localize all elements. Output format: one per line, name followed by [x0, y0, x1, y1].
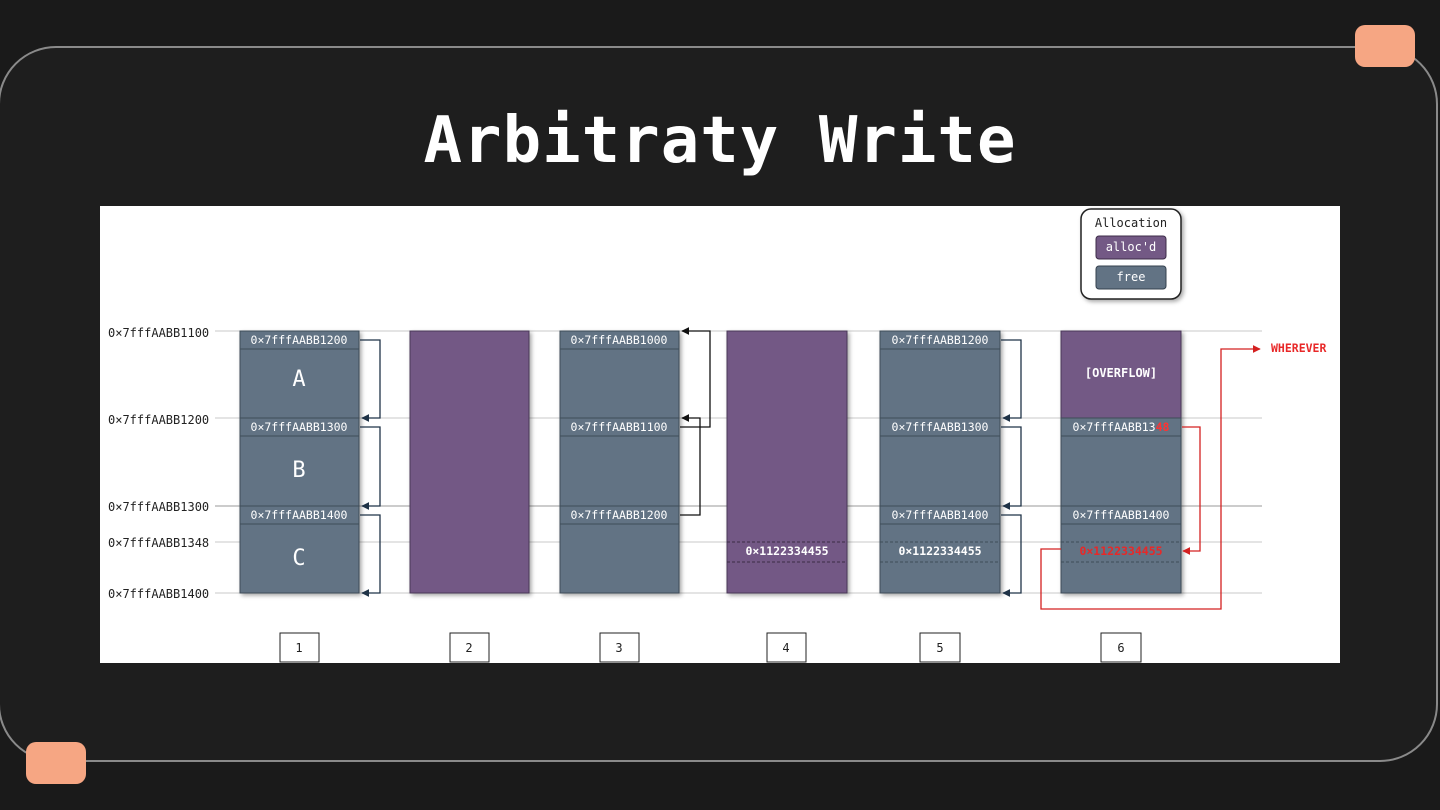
step-box-5	[919, 632, 961, 663]
col5-ptr-a: 0×7fffAABB1200	[892, 333, 989, 347]
col6-arrow-wherever	[1040, 345, 1261, 610]
col5-arrow-c	[1001, 514, 1022, 597]
legend-title: Allocation	[1095, 216, 1167, 230]
accent-top-right	[1355, 25, 1415, 67]
col1-arrow-c	[360, 514, 381, 597]
col3-header-a	[559, 330, 680, 350]
col1-arrow-a	[360, 339, 381, 422]
col1-header-c	[239, 505, 360, 525]
column-6: [OVERFLOW] 0×7fffAABB1348 0×7fffAABB1400…	[1040, 330, 1326, 610]
step-5: 5	[936, 641, 943, 655]
col3-arrow-c	[680, 414, 701, 516]
step-labels: 1 2 3 4 5 6	[279, 632, 1142, 663]
col1-header-a	[239, 330, 360, 350]
step-3: 3	[615, 641, 622, 655]
col3-header-b	[559, 417, 680, 437]
col4-body	[726, 330, 848, 594]
addr-1200: 0×7fffAABB1200	[108, 413, 209, 427]
col3-ptr-b: 0×7fffAABB1100	[571, 420, 668, 434]
column-4: 0×1122334455	[726, 330, 848, 594]
step-2: 2	[465, 641, 472, 655]
step-box-2	[449, 632, 490, 663]
heap-diagram: Allocation alloc'd free 0×7fffAABB1100 0…	[108, 208, 1326, 663]
accent-bottom-left	[26, 742, 86, 784]
column-5: 0×7fffAABB1200 0×7fffAABB1300 0×7fffAABB…	[879, 330, 1022, 597]
col5-value: 0×1122334455	[898, 544, 981, 558]
step-box-4	[766, 632, 807, 663]
col5-header-a	[879, 330, 1001, 350]
col1-header-b	[239, 417, 360, 437]
col5-header-c	[879, 505, 1001, 525]
col1-ptr-a: 0×7fffAABB1200	[251, 333, 348, 347]
wherever-label: WHEREVER	[1271, 341, 1326, 355]
col4-value: 0×1122334455	[745, 544, 828, 558]
col6-overflow-block	[1060, 330, 1182, 419]
col6-ptr-c: 0×7fffAABB1400	[1073, 508, 1170, 522]
legend: Allocation alloc'd free	[1080, 208, 1182, 300]
col1-ptr-b: 0×7fffAABB1300	[251, 420, 348, 434]
legend-free-label: free	[1117, 270, 1146, 284]
diagram-panel: Allocation alloc'd free 0×7fffAABB1100 0…	[100, 206, 1340, 663]
addr-1300: 0×7fffAABB1300	[108, 500, 209, 514]
column-2	[409, 330, 530, 594]
col3-ptr-c: 0×7fffAABB1200	[571, 508, 668, 522]
col6-header-c	[1060, 505, 1182, 525]
chunk-b-label: B	[292, 458, 305, 483]
col6-overflow-label: [OVERFLOW]	[1085, 366, 1157, 380]
col5-arrow-b	[1001, 426, 1022, 510]
column-3: 0×7fffAABB1000 0×7fffAABB1100 0×7fffAABB…	[559, 327, 711, 594]
column-1: 0×7fffAABB1200 0×7fffAABB1300 0×7fffAABB…	[239, 330, 381, 597]
col3-header-c	[559, 505, 680, 525]
slide-title: Arbitraty Write	[423, 104, 1017, 178]
legend-free-swatch	[1095, 265, 1167, 290]
col3-arrow-b	[680, 327, 711, 428]
addr-1400: 0×7fffAABB1400	[108, 587, 209, 601]
chunk-a-label: A	[292, 367, 305, 392]
col5-ptr-b: 0×7fffAABB1300	[892, 420, 989, 434]
col2-body	[409, 330, 530, 594]
col3-ptr-a: 0×7fffAABB1000	[571, 333, 668, 347]
col1-ptr-c: 0×7fffAABB1400	[251, 508, 348, 522]
legend-allocd-swatch	[1095, 235, 1167, 260]
step-box-3	[599, 632, 640, 663]
step-box-6	[1100, 632, 1142, 663]
step-4: 4	[782, 641, 789, 655]
legend-allocd-label: alloc'd	[1106, 240, 1157, 254]
col6-ptr-b: 0×7fffAABB1348	[1073, 420, 1170, 434]
col6-header-b	[1060, 417, 1182, 437]
addr-1100: 0×7fffAABB1100	[108, 326, 209, 340]
col5-header-b	[879, 417, 1001, 437]
col3-body	[559, 330, 680, 594]
step-6: 6	[1117, 641, 1124, 655]
col6-arrow-overwrite	[1182, 426, 1201, 555]
col5-arrow-a	[1001, 339, 1022, 422]
col1-arrow-b	[360, 426, 381, 510]
col5-ptr-c: 0×7fffAABB1400	[892, 508, 989, 522]
addr-1348: 0×7fffAABB1348	[108, 536, 209, 550]
step-box-1	[279, 632, 320, 663]
col6-value: 0×1122334455	[1079, 544, 1162, 558]
chunk-c-label: C	[292, 546, 305, 571]
step-1: 1	[295, 641, 302, 655]
